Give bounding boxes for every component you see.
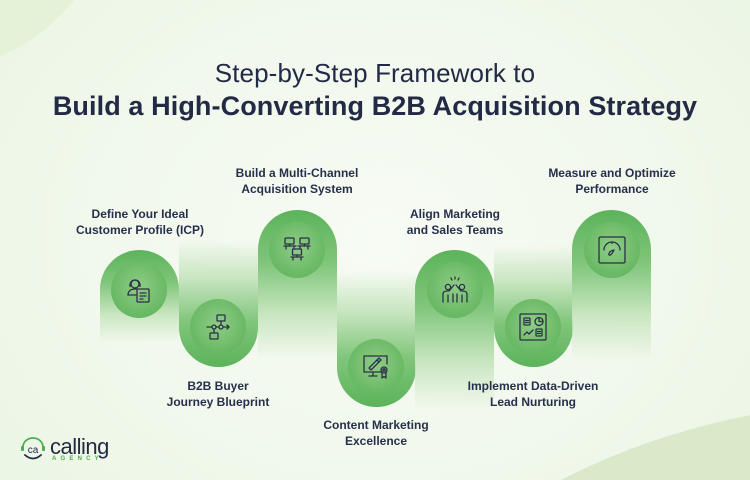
- svg-text:ca: ca: [28, 445, 39, 456]
- logo-name: calling: [50, 434, 109, 459]
- logo-wordmark: calling AGENCY: [50, 434, 109, 463]
- step-5-label: Align Marketing and Sales Teams: [370, 206, 540, 238]
- dashboard-analytics-icon: [519, 313, 547, 341]
- step-3-label: Build a Multi-Channel Acquisition System: [212, 165, 382, 197]
- step-4-label: Content Marketing Excellence: [291, 417, 461, 449]
- step-5-label-line-2: and Sales Teams: [406, 223, 504, 237]
- step-2-label-line-2: Journey Blueprint: [166, 395, 270, 409]
- step-3-label-line-2: Acquisition System: [241, 182, 353, 196]
- step-7-icon-badge: [584, 222, 640, 278]
- step-7-label: Measure and Optimize Performance: [527, 165, 697, 197]
- step-1-icon-badge: [111, 262, 167, 318]
- step-1-label-line-1: Define Your Ideal: [91, 207, 189, 221]
- network-computers-icon: [283, 237, 311, 261]
- flowchart-icon: [206, 314, 230, 340]
- customer-profile-icon: [127, 279, 150, 303]
- step-1-label: Define Your Ideal Customer Profile (ICP): [55, 206, 225, 238]
- step-7-label-line-1: Measure and Optimize: [548, 166, 676, 180]
- step-6-icon-badge: [505, 299, 561, 355]
- step-5-label-line-1: Align Marketing: [409, 207, 500, 221]
- step-2-label: B2B Buyer Journey Blueprint: [133, 378, 303, 410]
- design-monitor-award-icon: [363, 355, 388, 379]
- step-6-label-line-2: Lead Nurturing: [490, 395, 576, 409]
- page-title-line-2: Build a High-Converting B2B Acquisition …: [52, 91, 698, 121]
- high-five-icon: [442, 276, 468, 303]
- step-2-label-line-1: B2B Buyer: [187, 379, 249, 393]
- page-title-line-1: Step-by-Step Framework to: [214, 58, 536, 88]
- step-3-label-line-1: Build a Multi-Channel: [235, 166, 359, 180]
- step-2-icon-badge: [190, 299, 246, 355]
- step-1-label-line-2: Customer Profile (ICP): [75, 223, 204, 237]
- step-4-label-line-2: Excellence: [344, 434, 408, 448]
- step-3-icon-badge: [269, 222, 325, 278]
- step-6-label-line-1: Implement Data-Driven: [467, 379, 599, 393]
- headset-smile-logo-icon: ca: [21, 437, 45, 460]
- logo-tagline: AGENCY: [52, 456, 103, 462]
- step-7-label-line-2: Performance: [575, 182, 649, 196]
- step-6-label: Implement Data-Driven Lead Nurturing: [448, 378, 618, 410]
- step-5-icon-badge: [427, 262, 483, 318]
- gauge-icon: [598, 236, 626, 264]
- step-4-label-line-1: Content Marketing: [323, 418, 429, 432]
- step-4-icon-badge: [348, 339, 404, 395]
- company-logo: ca calling AGENCY: [20, 436, 109, 462]
